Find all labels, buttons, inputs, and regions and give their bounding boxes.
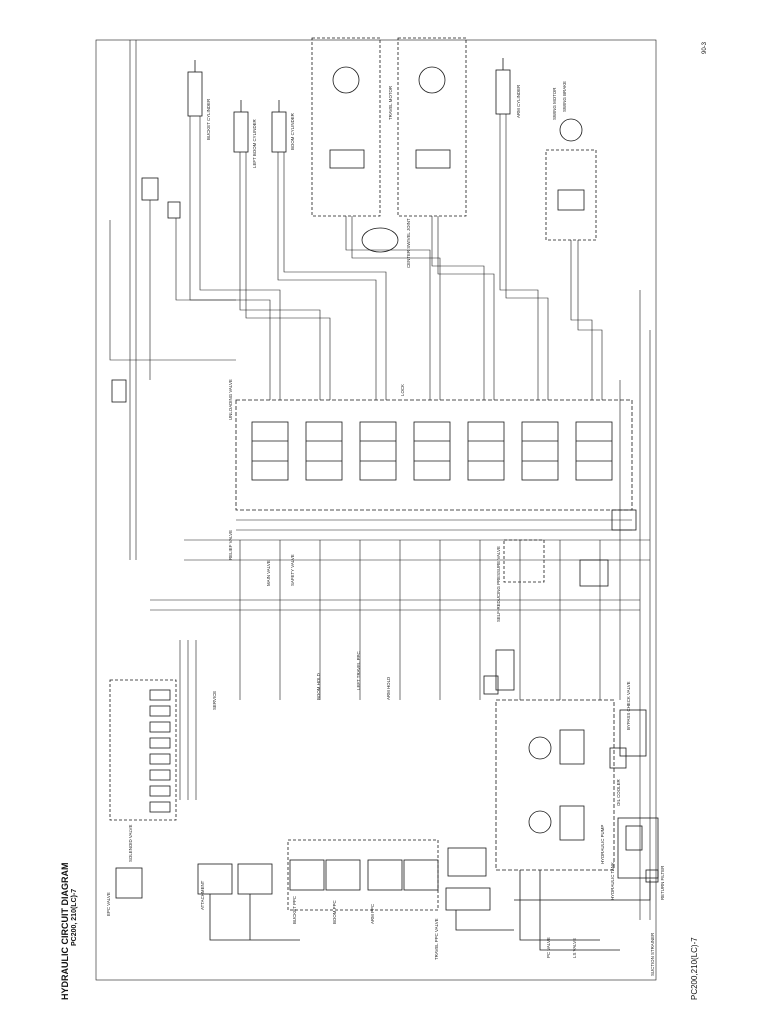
label-epc-valve: EPC VALVE: [106, 892, 111, 916]
main-valve-spools: [251, 421, 613, 481]
solenoid-valves: [149, 689, 171, 813]
component-labels: BUCKET CYLINDER LEFT BOOM CYLINDER BOOM …: [106, 81, 665, 976]
label-bucket-cylinder: BUCKET CYLINDER: [206, 99, 211, 140]
label-lock: LOCK: [400, 384, 405, 396]
label-solenoid-valve: SOLENOID VALVE: [128, 825, 133, 862]
label-bucket-ppc: BUCKET PPC: [292, 896, 297, 924]
footer-model: PC200,210(LC)-7: [690, 937, 699, 1000]
arm-cylinder-symbol: [495, 58, 511, 115]
label-self-reducing-valve: SELF-REDUCING PRESSURE VALVE: [496, 546, 501, 622]
actuator-lines: [109, 40, 603, 560]
label-bypass-check-valve: BYPASS CHECK VALVE: [626, 681, 631, 730]
label-service: SERVICE: [212, 691, 217, 710]
label-left-boom-cylinder: LEFT BOOM CYLINDER: [252, 119, 257, 168]
travel-motor-left-box: [311, 37, 381, 217]
label-right-boom-cylinder: BOOM CYLINDER: [290, 113, 295, 150]
label-main-valve: MAIN VALVE: [266, 560, 271, 586]
label-hydraulic-tank: HYDRAULIC TANK: [610, 862, 615, 900]
label-swing-brake: SWING BRAKE: [562, 81, 567, 112]
swing-motor: [559, 118, 583, 142]
label-suction-strainer: SUCTION STRAINER: [650, 933, 655, 976]
diagram-subtitle: PC200, 210(LC)-7: [71, 888, 78, 946]
right-boom-cylinder-symbol: [271, 100, 287, 153]
hydraulic-pump-front: [528, 736, 552, 760]
diagram-title: HYDRAULIC CIRCUIT DIAGRAM: [60, 862, 70, 1001]
center-swivel-joint-symbol: [361, 227, 399, 253]
hydraulic-pump-box: [495, 699, 615, 871]
label-oil-cooler: OIL COOLER: [616, 779, 621, 806]
label-relief-valve: RELIEF VALVE: [228, 530, 233, 560]
swing-motor-box: [545, 149, 597, 241]
ppc-valves: [197, 847, 491, 911]
label-hydraulic-pump: HYDRAULIC PUMP: [600, 825, 605, 864]
label-boom-ppc: BOOM PPC: [332, 900, 337, 924]
label-left-travel-ppc: LEFT TRAVEL PPC: [356, 651, 361, 690]
label-swing-motor: SWING MOTOR: [552, 88, 557, 120]
label-travel-ppc-valve: TRAVEL PPC VALVE: [434, 918, 439, 960]
solenoid-valve-block: [109, 679, 177, 821]
label-arm-cylinder: ARM CYLINDER: [516, 85, 521, 118]
distribution-lines: [150, 290, 651, 920]
label-safety-valve: SAFETY VALVE: [290, 554, 295, 586]
label-return-filter: RETURN FILTER: [660, 866, 665, 900]
label-attachment: ATTACHMENT: [200, 880, 205, 910]
hydraulic-tank-symbol: [617, 817, 659, 879]
bucket-cylinder-symbol: [187, 60, 203, 117]
travel-motor-right-box: [397, 37, 467, 217]
circuit-boundary: [95, 39, 657, 981]
left-boom-cylinder-symbol: [233, 100, 249, 153]
label-boom-hold: BOOM HOLD: [316, 673, 321, 700]
hydraulic-pump-rear: [528, 810, 552, 834]
page-number: 90-3: [702, 41, 708, 54]
label-travel-motor: TRAVEL MOTOR: [388, 86, 393, 120]
main-control-valve-block: [235, 399, 633, 511]
label-arm-hold: ARM HOLD: [386, 677, 391, 700]
travel-motor-left: [332, 66, 360, 94]
label-arm-ppc: ARM PPC: [370, 904, 375, 924]
label-center-swivel-joint: CENTER SWIVEL JOINT: [406, 218, 411, 268]
label-unloading-valve: UNLOADING VALVE: [228, 379, 233, 420]
label-pc-valve: PC VALVE: [546, 937, 551, 958]
travel-motor-right: [418, 66, 446, 94]
label-ls-valve: LS VALVE: [572, 938, 577, 958]
